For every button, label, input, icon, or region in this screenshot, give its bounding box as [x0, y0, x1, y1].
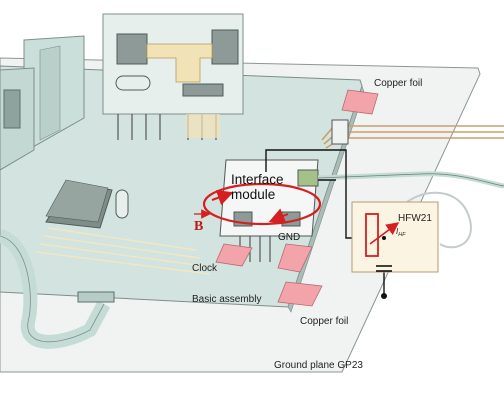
- header-trace-t: [146, 43, 213, 83]
- capacitor-symbol: [376, 265, 392, 272]
- label-i-hf-sub: HF: [398, 232, 406, 238]
- label-gnd: GND: [278, 232, 300, 243]
- probe-cable-loop: [397, 191, 472, 249]
- field-arrow-right: [268, 208, 289, 224]
- header-chip-right: [211, 29, 239, 65]
- label-i-hf-main: I: [396, 227, 399, 236]
- header-connector: [182, 83, 224, 97]
- coax-cable-outline: [317, 173, 504, 187]
- label-clock: Clock: [192, 263, 218, 274]
- label-hfw21: HFW21: [398, 213, 432, 224]
- interface-connector-box: [297, 169, 319, 187]
- label-copper-foil-top: Copper foil: [374, 78, 422, 89]
- copper-foil-clock: [215, 243, 253, 267]
- label-b-field: B: [194, 219, 203, 234]
- label-interface-module-line2: module: [231, 187, 275, 202]
- label-i-hf: IHF: [396, 227, 406, 238]
- vertical-card-left-side: [39, 45, 61, 141]
- copper-foil-top: [341, 89, 379, 115]
- left-component: [3, 89, 21, 129]
- header-chip-left: [116, 33, 148, 65]
- hfw21-node: [382, 236, 386, 240]
- ground-node: [381, 293, 387, 299]
- crystal-oscillator: [115, 189, 129, 219]
- copper-foil-bottom: [277, 281, 323, 307]
- header-trace-strip: [186, 114, 220, 138]
- header-crystal: [115, 75, 151, 91]
- ribbon-connector: [77, 291, 115, 303]
- hfw21-element: [365, 213, 379, 257]
- pcb-traces: [35, 227, 211, 275]
- probe-clip: [331, 119, 349, 145]
- label-interface-module-line1: Interface: [231, 172, 284, 187]
- ribbon-cable-edge: [0, 235, 105, 343]
- label-ground-plane: Ground plane GP23: [274, 360, 363, 371]
- label-basic-assembly: Basic assembly: [192, 294, 261, 305]
- magnetic-field-loop: [202, 182, 322, 226]
- label-copper-foil-bottom: Copper foil: [300, 316, 348, 327]
- copper-foil-gnd: [277, 243, 313, 273]
- hfw21-arrow: [369, 222, 400, 245]
- field-arrow-left: [211, 190, 234, 206]
- ic-chip-top: [45, 179, 109, 223]
